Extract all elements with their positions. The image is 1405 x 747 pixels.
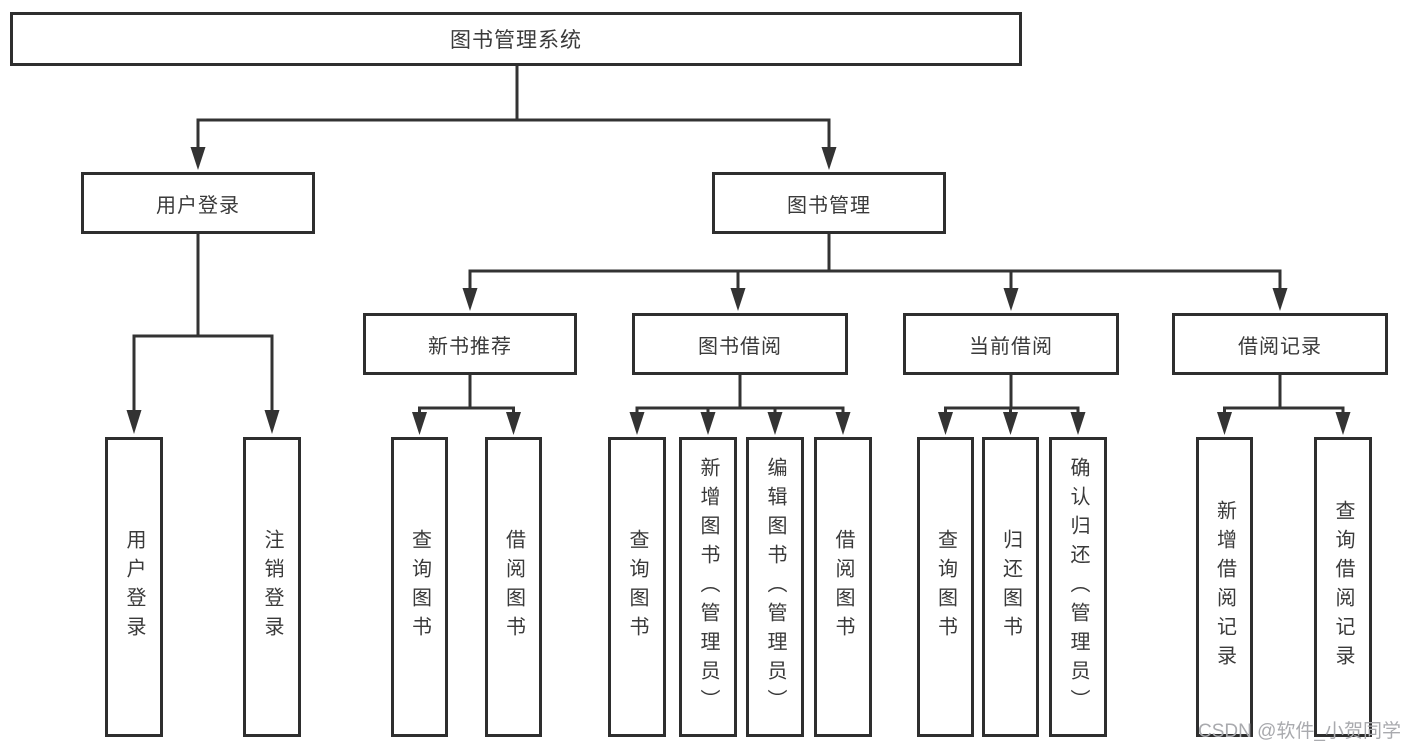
leaf-query-borrow-record: 查询借阅记录 [1314,437,1372,737]
leaf-query-books-borrow: 查询图书 [608,437,666,737]
leaf-edit-books-admin: 编辑图书（管理员） [746,437,804,737]
leaf-borrow-books: 借阅图书 [814,437,872,737]
node-book-borrow: 图书借阅 [632,313,848,375]
node-user-login: 用户登录 [81,172,315,234]
node-book-management-label: 图书管理 [787,194,871,217]
leaf-user-login-label: 用户登录 [123,529,145,645]
leaf-query-books-recommend: 查询图书 [391,437,448,737]
node-current-borrow: 当前借阅 [903,313,1119,375]
leaf-return-books: 归还图书 [982,437,1039,737]
node-borrow-records-label: 借阅记录 [1238,335,1322,358]
leaf-confirm-return-admin: 确认归还（管理员） [1049,437,1107,737]
leaf-query-books-current-label: 查询图书 [934,529,957,645]
leaf-add-books-admin: 新增图书（管理员） [679,437,737,737]
leaf-query-books-borrow-label: 查询图书 [626,529,648,645]
node-book-management: 图书管理 [712,172,946,234]
node-current-borrow-label: 当前借阅 [969,335,1053,358]
leaf-return-books-label: 归还图书 [999,529,1022,645]
leaf-add-borrow-record: 新增借阅记录 [1196,437,1253,737]
leaf-edit-books-admin-label: 编辑图书（管理员） [764,456,786,718]
node-user-login-label: 用户登录 [156,194,240,217]
csdn-watermark: CSDN @软件_小贺同学 [1198,721,1401,742]
leaf-user-login: 用户登录 [105,437,163,737]
leaf-logout: 注销登录 [243,437,301,737]
leaf-query-borrow-record-label: 查询借阅记录 [1332,500,1354,674]
leaf-confirm-return-admin-label: 确认归还（管理员） [1067,456,1089,718]
leaf-borrow-books-recommend-label: 借阅图书 [502,529,525,645]
node-new-book-recommend-label: 新书推荐 [428,335,512,358]
node-library-system: 图书管理系统 [10,12,1022,66]
leaf-add-borrow-record-label: 新增借阅记录 [1213,500,1236,674]
node-library-system-label: 图书管理系统 [450,29,582,52]
node-borrow-records: 借阅记录 [1172,313,1388,375]
leaf-logout-label: 注销登录 [261,529,283,645]
node-new-book-recommend: 新书推荐 [363,313,577,375]
leaf-borrow-books-label: 借阅图书 [832,529,854,645]
leaf-query-books-current: 查询图书 [917,437,974,737]
leaf-query-books-recommend-label: 查询图书 [408,529,431,645]
leaf-borrow-books-recommend: 借阅图书 [485,437,542,737]
node-book-borrow-label: 图书借阅 [698,335,782,358]
leaf-add-books-admin-label: 新增图书（管理员） [697,456,719,718]
